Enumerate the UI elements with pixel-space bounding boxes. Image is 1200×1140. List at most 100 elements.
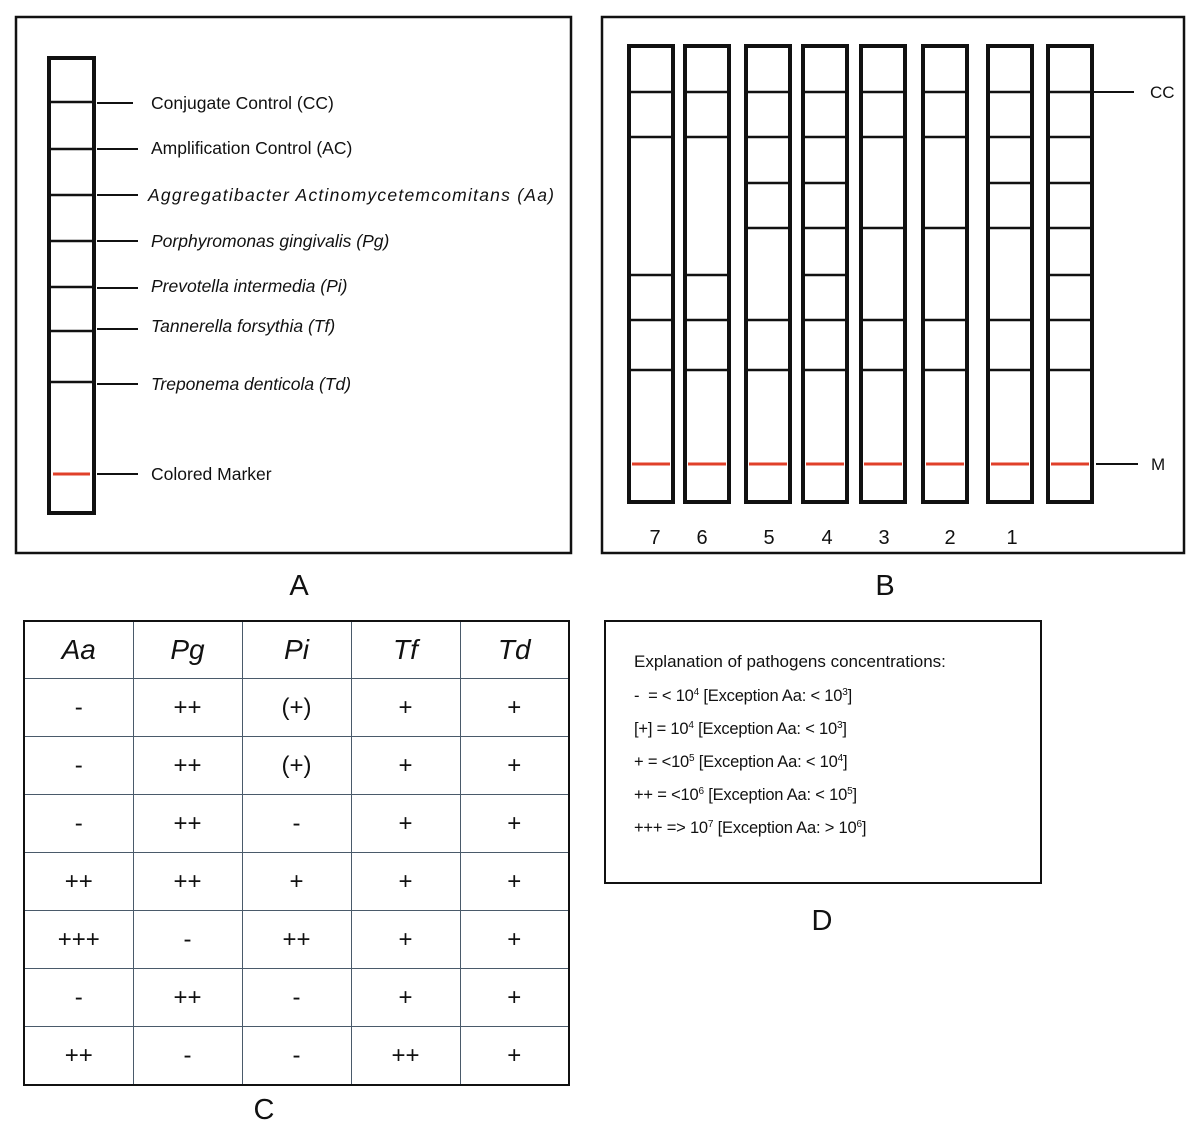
legend-line-sup2: 5 — [847, 786, 853, 797]
legend-line-pre: - = < 10 — [634, 687, 694, 705]
table-cell: - — [241, 794, 352, 853]
table-cell: - — [23, 794, 134, 853]
legend-line-sup1: 4 — [693, 687, 700, 698]
concentration-legend-box: Explanation of pathogens concentrations:… — [604, 620, 1042, 884]
legend-line-sup2: 3 — [842, 687, 848, 698]
strip-label: Amplification Control (AC) — [151, 138, 352, 158]
table-cell: + — [459, 736, 570, 795]
strip-number-label: 2 — [944, 527, 955, 549]
pathogen-results-table: Aa Pg Pi Tf Td -++(+)++-++(+)++-++-+++++… — [23, 620, 570, 1086]
cc-label: CC — [1150, 83, 1175, 102]
table-cell: + — [459, 678, 570, 737]
table-row: -++-++ — [23, 794, 570, 853]
panel-a-strip — [47, 56, 96, 515]
strip-label: Aggregatibacter Actinomycetemcomitans (A… — [147, 185, 554, 205]
table-cell: - — [23, 736, 134, 795]
table-cell: - — [23, 678, 134, 737]
table-cell: + — [459, 968, 570, 1027]
strip-number-label: 5 — [763, 527, 774, 549]
panel-c-letter: C — [253, 1094, 275, 1126]
legend-line-sup1: 6 — [698, 786, 704, 797]
table-row: -++-++ — [23, 968, 570, 1027]
test-strip — [986, 44, 1034, 504]
table-row: -++(+)++ — [23, 736, 570, 795]
legend-line-sup2: 4 — [837, 753, 844, 764]
legend-line-sup1: 7 — [707, 819, 714, 830]
table-cell: - — [132, 910, 243, 969]
table-cell: ++ — [132, 852, 243, 911]
header-td: Td — [459, 620, 570, 679]
table-cell: + — [459, 910, 570, 969]
table-cell: + — [350, 678, 461, 737]
legend-line-post: ] — [842, 720, 847, 738]
strip-label: Treponema denticola (Td) — [151, 374, 351, 394]
table-row: +++++++ — [23, 852, 570, 911]
legend-line-sup1: 4 — [688, 720, 694, 731]
legend-line-pre: +++ => 10 — [634, 819, 708, 837]
table-cell: ++ — [23, 1026, 134, 1086]
legend-line-mid: [Exception Aa: < 10 — [694, 753, 838, 771]
legend-line-pre: + = <10 — [634, 753, 690, 771]
legend-line-pre: ++ = <10 — [634, 786, 699, 804]
table-cell: + — [350, 852, 461, 911]
legend-line-pre: [+] = 10 — [634, 720, 689, 738]
header-pg: Pg — [132, 620, 243, 679]
table-cell: (+) — [241, 678, 352, 737]
table-cell: (+) — [241, 736, 352, 795]
strip-label: Prevotella intermedia (Pi) — [151, 276, 347, 296]
table-row: ++--+++ — [23, 1026, 570, 1086]
legend-line-post: ] — [843, 753, 848, 771]
legend-line-post: ] — [861, 819, 867, 837]
table-cell: - — [241, 968, 352, 1027]
legend-line: - = < 104 [Exception Aa: < 103] — [634, 681, 1040, 714]
strip-number-label: 4 — [821, 527, 832, 549]
legend-line-sup2: 3 — [836, 720, 843, 731]
table-cell: + — [350, 968, 461, 1027]
panel-a-bands — [51, 100, 92, 476]
table-cell: - — [132, 1026, 243, 1086]
table-cell: + — [459, 794, 570, 853]
legend-title: Explanation of pathogens concentrations: — [634, 652, 946, 671]
strip-label: Porphyromonas gingivalis (Pg) — [151, 231, 389, 251]
legend-line-post: ] — [852, 786, 857, 804]
table-cell: + — [459, 852, 570, 911]
panel-d-letter: D — [811, 905, 833, 937]
table-row: +++-++++ — [23, 910, 570, 969]
test-strip — [859, 44, 907, 504]
table-cell: ++ — [132, 736, 243, 795]
header-tf: Tf — [350, 620, 461, 679]
strip-number-label: 3 — [878, 527, 889, 549]
legend-line-mid: [Exception Aa: < 10 — [693, 720, 837, 738]
legend-line: ++ = <106 [Exception Aa: < 105] — [634, 780, 1040, 813]
table-cell: + — [350, 910, 461, 969]
table-cell: ++ — [350, 1026, 461, 1086]
table-cell: + — [350, 794, 461, 853]
legend-line-mid: [Exception Aa: > 10 — [713, 819, 857, 837]
panel-a-frame — [14, 15, 573, 555]
table-cell: + — [350, 736, 461, 795]
header-pi: Pi — [241, 620, 352, 679]
table-cell: ++ — [132, 794, 243, 853]
legend-line-sup1: 5 — [689, 753, 695, 764]
legend-line: + = <105 [Exception Aa: < 104] — [634, 747, 1040, 780]
panel-a-labels: Conjugate Control (CC)Amplification Cont… — [97, 93, 554, 484]
panels-a-b: Conjugate Control (CC)Amplification Cont… — [14, 15, 1186, 555]
strip-number-label: 6 — [696, 527, 707, 549]
panel-b-frame — [600, 15, 1186, 555]
table-cell: ++ — [132, 678, 243, 737]
legend-line-mid: [Exception Aa: < 10 — [699, 687, 843, 705]
table-cell: ++ — [23, 852, 134, 911]
table-row: -++(+)++ — [23, 678, 570, 737]
table-cell: ++ — [241, 910, 352, 969]
strip-label: Tannerella forsythia (Tf) — [151, 316, 335, 336]
legend-line-post: ] — [847, 687, 853, 705]
table-cell: - — [23, 968, 134, 1027]
legend-line: [+] = 104 [Exception Aa: < 103] — [634, 714, 1040, 747]
table-cell: + — [459, 1026, 570, 1086]
legend-line-sup2: 6 — [856, 819, 863, 830]
table-cell: - — [241, 1026, 352, 1086]
test-strip — [744, 44, 792, 504]
table-cell: ++ — [132, 968, 243, 1027]
test-strip — [921, 44, 969, 504]
strip-number-label: 1 — [1006, 527, 1017, 549]
